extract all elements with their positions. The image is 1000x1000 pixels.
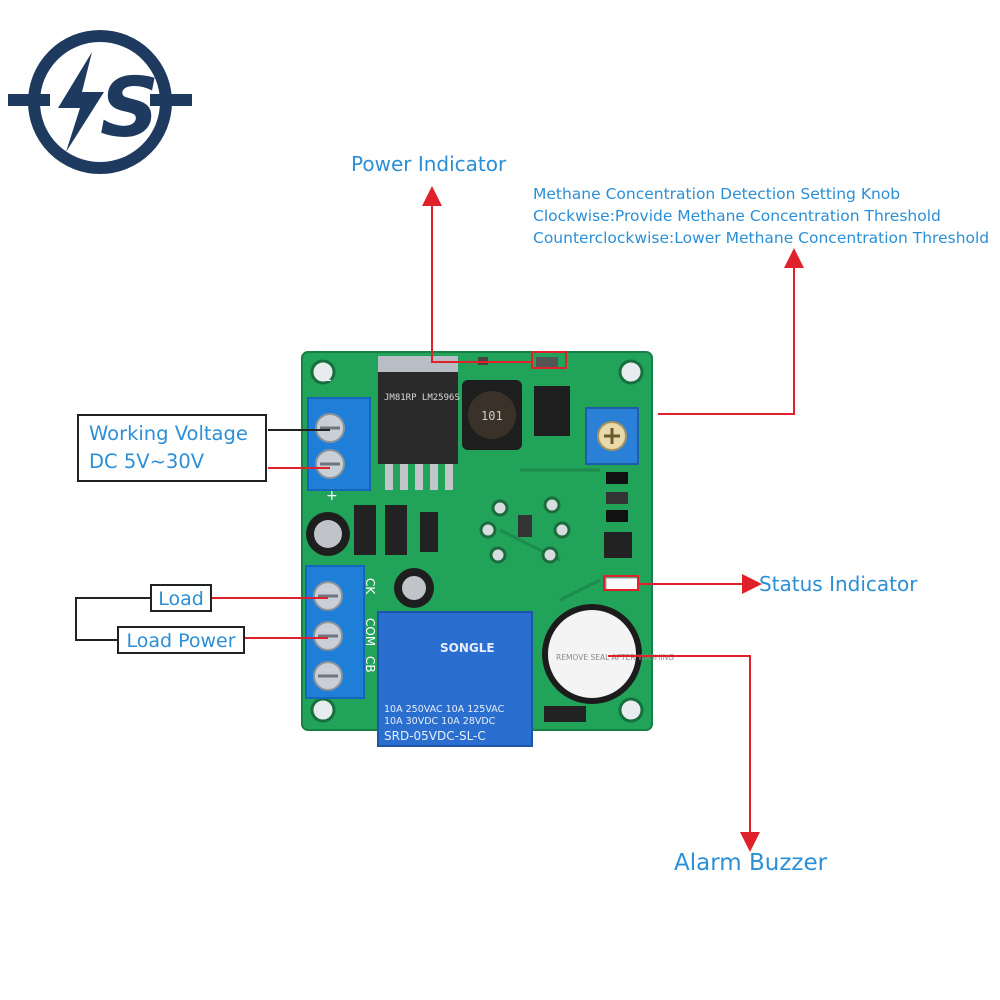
power-indicator-arrow: [422, 186, 532, 363]
brand-logo: S: [8, 30, 192, 174]
buzzer: REMOVE SEAL AFTER WASHING: [542, 604, 674, 704]
relay-model: SRD-05VDC-SL-C: [384, 729, 486, 743]
capacitor: [394, 568, 434, 608]
alarm-buzzer-label: Alarm Buzzer: [674, 850, 828, 876]
terminal-label-cb: CB: [363, 656, 377, 673]
power-led-highlight: [531, 351, 567, 369]
inductor: 101: [462, 380, 522, 450]
regulator-text: JM81RP LM2596S -5.0 P+: [384, 393, 504, 403]
relay: SONGLE 10A 250VAC 10A 125VAC 10A 30VDC 1…: [377, 611, 533, 747]
load-box: Load: [150, 584, 212, 612]
smd-resistor: [606, 492, 628, 504]
sensor-socket: [479, 496, 571, 564]
working-voltage-box: Working Voltage DC 5V~30V: [77, 414, 267, 482]
knob-description-line-1: Methane Concentration Detection Setting …: [533, 185, 901, 203]
relay-brand: SONGLE: [440, 641, 495, 655]
alarm-buzzer-arrow: [608, 655, 760, 852]
mounting-hole: [310, 359, 336, 385]
diode: [544, 706, 586, 722]
power-indicator-label: Power Indicator: [351, 152, 507, 176]
lightning-bolt-icon: [58, 52, 104, 152]
capacitor: [306, 512, 350, 556]
mounting-hole: [310, 697, 336, 723]
relay-spec-1: 10A 250VAC 10A 125VAC: [384, 704, 505, 715]
smd-resistor: [606, 510, 628, 522]
logo-letter: S: [100, 61, 159, 156]
terminal-label-com: COM: [363, 618, 377, 646]
transistor: [604, 532, 632, 558]
relay-terminal-block: [305, 565, 365, 699]
mounting-hole: [618, 697, 644, 723]
minus-sign: -: [326, 370, 332, 389]
status-led: [605, 577, 639, 591]
setting-knob-description: Methane Concentration Detection Setting …: [533, 183, 989, 249]
knob-arrow: [658, 248, 804, 415]
buzzer-text: REMOVE SEAL AFTER WASHING: [556, 653, 674, 662]
load-bracket: [75, 597, 150, 641]
knob-description-line-3: Counterclockwise:Lower Methane Concentra…: [533, 229, 990, 247]
power-terminal-block: [307, 397, 371, 491]
working-voltage-line-2: DC 5V~30V: [89, 450, 205, 473]
load-power-box: Load Power: [117, 626, 245, 654]
mounting-hole: [618, 359, 644, 385]
status-indicator-label: Status Indicator: [759, 572, 918, 596]
jumper-header: [420, 512, 438, 552]
annotation-black-lines: [75, 429, 330, 641]
pcb-board: - + JM81RP LM2596S -5.0 P+ 101: [301, 351, 674, 747]
op-amp-chip: [534, 386, 570, 436]
working-voltage-line-1: Working Voltage: [89, 422, 248, 445]
plus-sign: +: [326, 488, 338, 504]
power-resistor: [536, 357, 558, 367]
smd-resistor: [606, 472, 628, 484]
annotation-arrows: [212, 186, 804, 852]
voltage-regulator-chip: JM81RP LM2596S -5.0 P+: [378, 356, 504, 490]
inductor-text: 101: [481, 409, 503, 423]
terminal-label-ck: CK: [363, 578, 377, 595]
relay-spec-2: 10A 30VDC 10A 28VDC: [384, 716, 496, 727]
diode: [385, 505, 407, 555]
diode: [354, 505, 376, 555]
setting-knob-potentiometer: [585, 407, 639, 465]
knob-description-line-2: Clockwise:Provide Methane Concentration …: [533, 207, 941, 225]
